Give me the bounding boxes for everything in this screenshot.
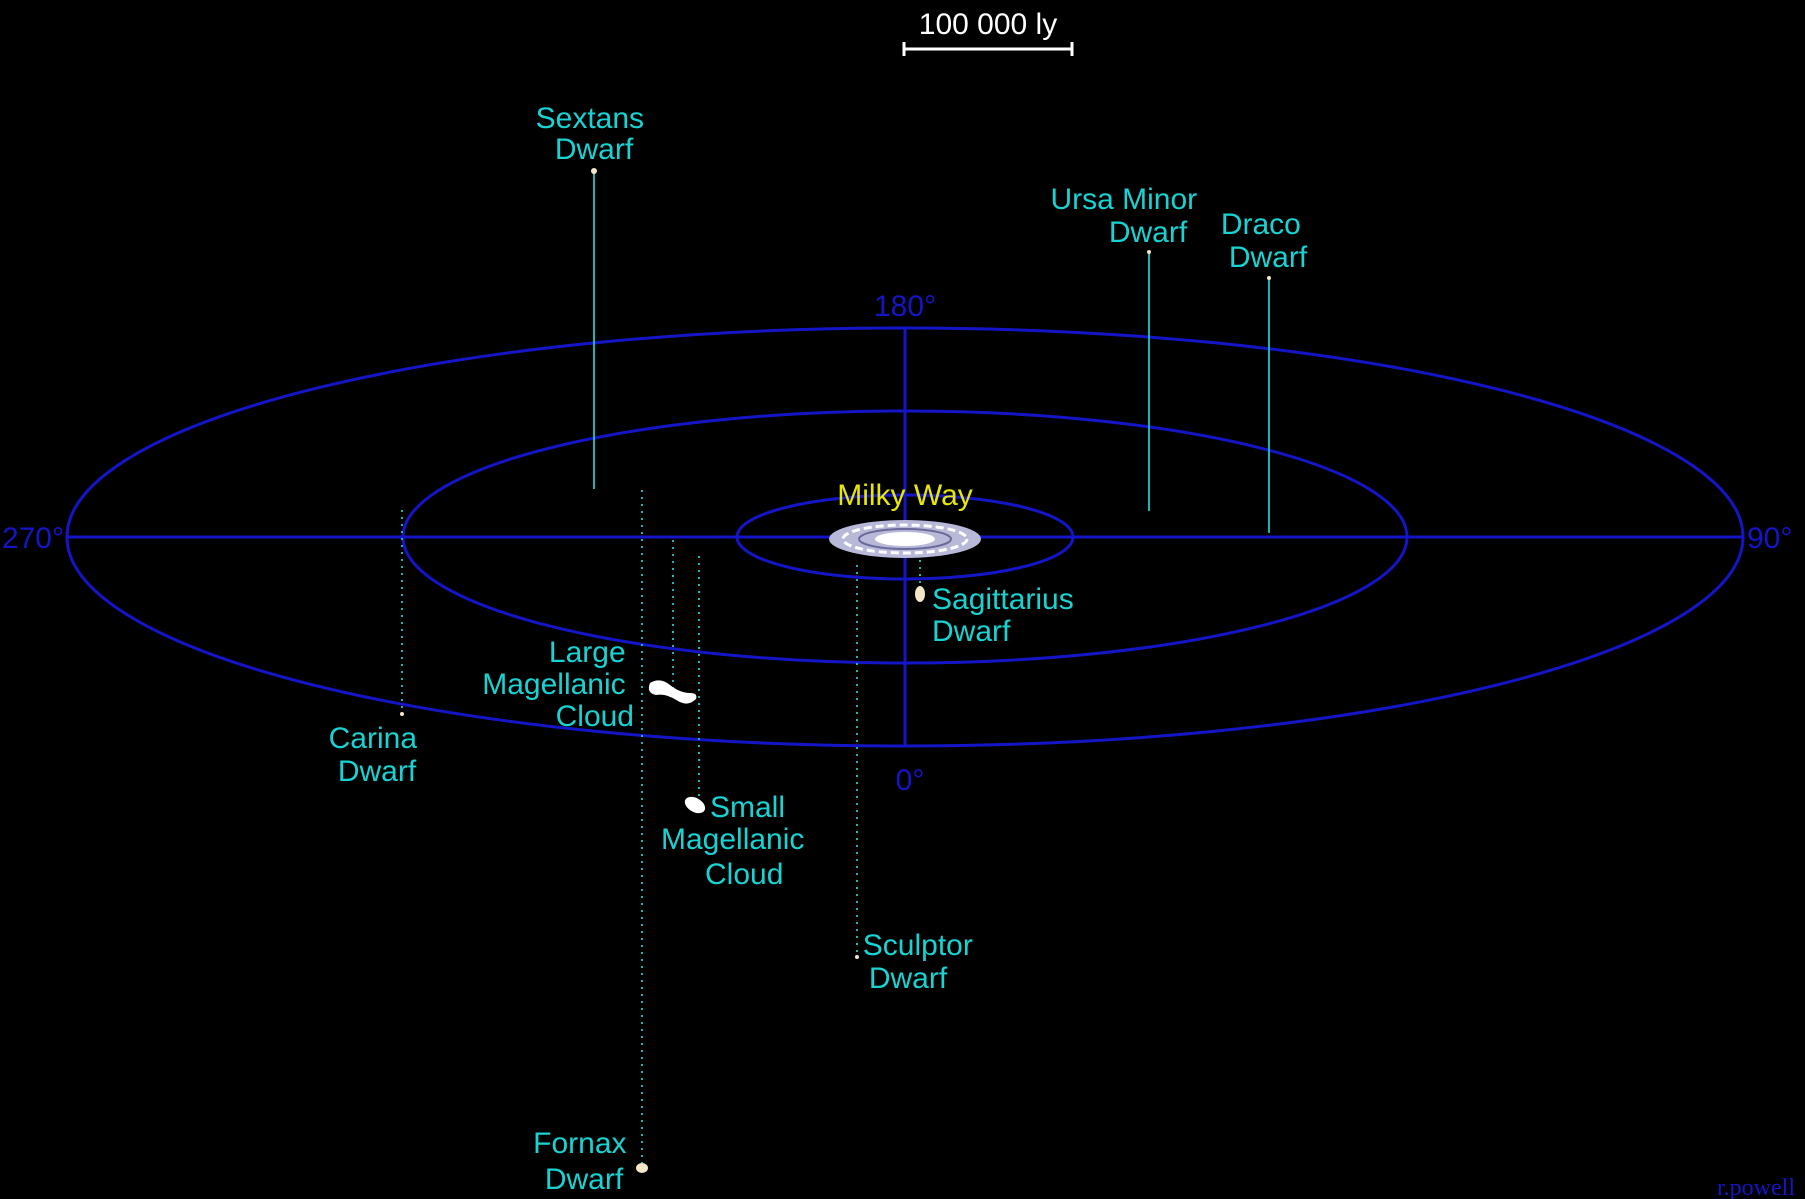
sextans-label: Sextans Dwarf — [536, 102, 653, 166]
draco-marker — [1267, 276, 1271, 280]
sculptor-label: Sculptor Dwarf — [863, 929, 981, 995]
galaxy-labels: Sextans Dwarf Ursa Minor Dwarf Draco Dwa… — [329, 102, 1309, 1196]
sagittarius-label: Sagittarius Dwarf — [932, 583, 1082, 648]
sagittarius-marker — [915, 586, 925, 602]
satellite-objects — [400, 168, 1271, 1173]
carina-label: Carina Dwarf — [329, 722, 426, 788]
ursa-minor-marker — [1147, 250, 1151, 254]
angle-label-top: 180° — [874, 290, 936, 323]
sculptor-marker — [855, 955, 859, 959]
sextans-marker — [591, 168, 597, 174]
draco-label: Draco Dwarf — [1221, 208, 1309, 274]
scale-bar: 100 000 ly — [902, 8, 1074, 56]
connector-lines — [401, 172, 1270, 1165]
carina-marker — [400, 712, 404, 716]
credit-signature: r.powell — [1717, 1175, 1795, 1199]
smc-marker — [684, 796, 706, 814]
fornax-label: Fornax Dwarf — [533, 1127, 635, 1196]
lmc-marker — [648, 680, 697, 704]
ursa-minor-label: Ursa Minor Dwarf — [1050, 183, 1205, 249]
angle-label-left: 270° — [2, 522, 64, 555]
smc-label: Small Magellanic Cloud — [661, 791, 813, 891]
angle-label-right: 90° — [1747, 522, 1792, 555]
milky-way-galaxy — [829, 520, 981, 558]
lmc-label: Large Magellanic Cloud — [482, 636, 634, 733]
angle-label-bottom: 0° — [896, 764, 925, 797]
fornax-marker — [636, 1163, 648, 1173]
milky-way-label: Milky Way — [837, 479, 973, 512]
scale-bar-label: 100 000 ly — [919, 8, 1057, 41]
